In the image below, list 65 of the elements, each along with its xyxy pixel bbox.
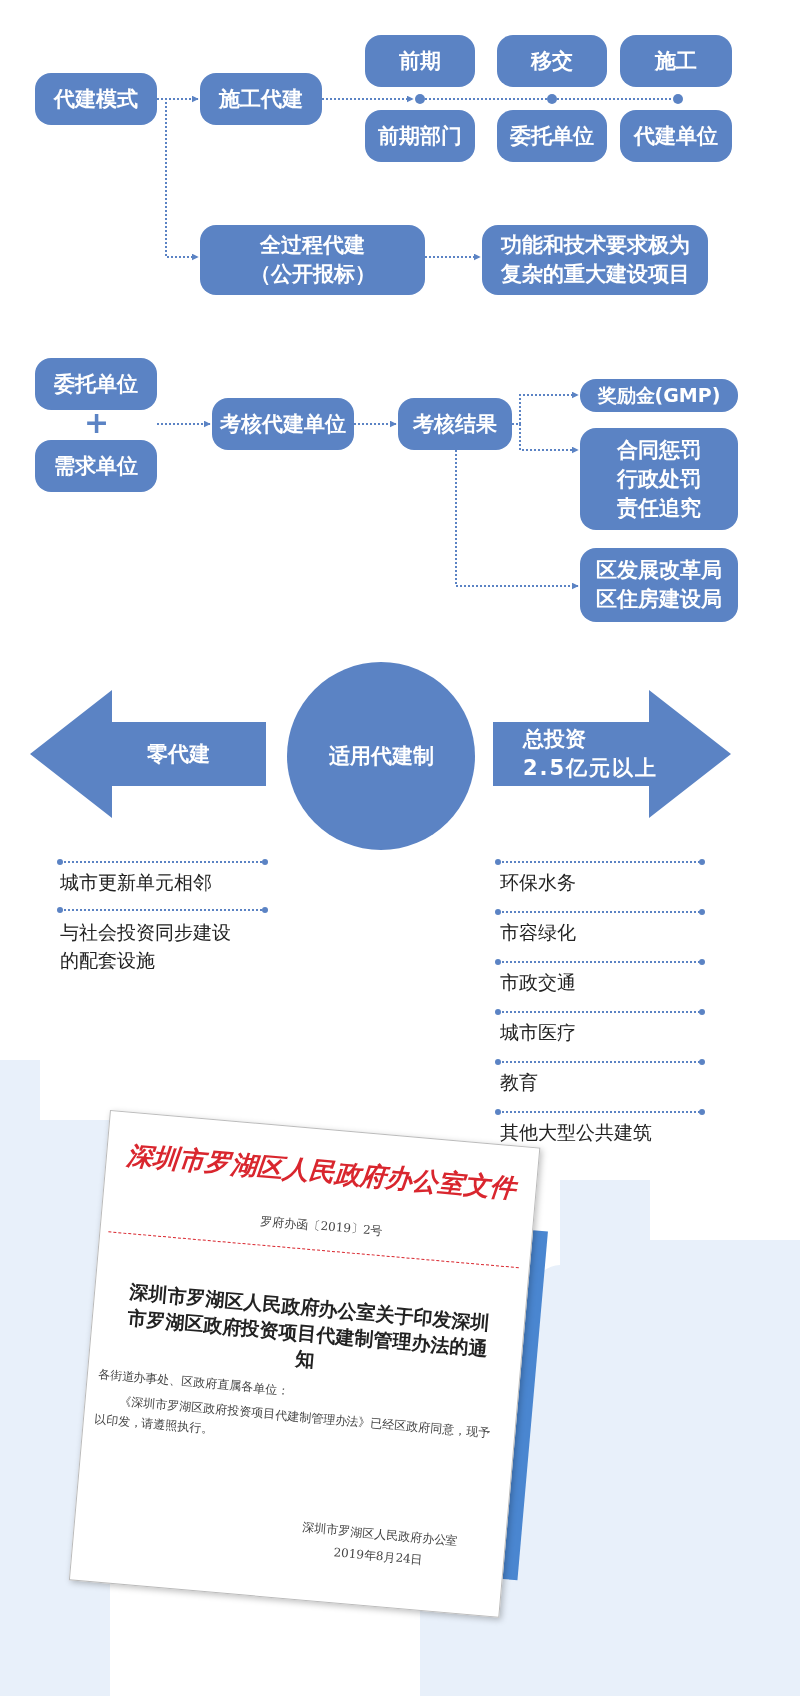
- process-box: [35, 73, 157, 125]
- process-box: [620, 110, 732, 162]
- arrow: [424, 253, 481, 261]
- node-text: 区住房建设局: [596, 586, 722, 613]
- arrow: [156, 420, 211, 428]
- process-box: [580, 428, 738, 530]
- timeline-line: [424, 98, 548, 100]
- node-text: 区发展改革局: [596, 557, 722, 584]
- node-text: 需求单位: [54, 452, 138, 480]
- node-text: 代建模式: [54, 85, 138, 113]
- node-text: 奖励金(GMP): [597, 383, 721, 408]
- node-text: 功能和技术要求极为复杂的重大建设项目: [499, 232, 691, 288]
- node-text: 责任追究: [617, 494, 701, 522]
- plus-sign: +: [84, 408, 110, 438]
- node-text: 移交: [531, 47, 573, 75]
- list-item: 市政交通: [500, 970, 576, 995]
- arrow: [321, 95, 414, 103]
- list-item: 城市更新单元相邻: [60, 870, 212, 895]
- list-item: 城市医疗: [500, 1020, 576, 1045]
- node-text: 前期部门: [378, 122, 462, 150]
- process-box: [580, 379, 738, 412]
- process-box: [620, 35, 732, 87]
- document-text: 《深圳市罗湖区政府投资项目代建制管理办法》已经区政府同意，现予以印发，请遵照执行。: [93, 1394, 492, 1443]
- list-item: 其他大型公共建筑: [500, 1120, 652, 1145]
- arrow: [455, 449, 579, 590]
- node-text: 考核结果: [413, 410, 497, 438]
- process-box: [365, 110, 475, 162]
- list-item: 与社会投资同步建设的配套设施: [60, 920, 232, 973]
- node-text: 全过程代建: [260, 232, 365, 259]
- arrow: [353, 420, 397, 428]
- process-box: [365, 35, 475, 87]
- node-text: 施工代建: [219, 85, 303, 113]
- node-text: 代建单位: [634, 122, 718, 150]
- node-text: 前期: [399, 47, 441, 75]
- node-text: 委托单位: [510, 122, 594, 150]
- node-text: 适用代建制: [328, 742, 434, 770]
- process-box: [35, 440, 157, 492]
- node-text: 行政处罚: [617, 465, 701, 493]
- node-text: 总投资: [523, 726, 586, 753]
- document-date: 2019年8月24日: [331, 1545, 425, 1569]
- document-signature: 深圳市罗湖区人民政府办公室: [300, 1519, 460, 1548]
- process-box: [497, 110, 607, 162]
- list-item: 市容绿化: [500, 920, 576, 945]
- document-title: 深圳市罗湖区人民政府办公室关于印发深圳市罗湖区政府投资项目代建制管理办法的通知: [125, 1279, 492, 1371]
- node-text: 合同惩罚: [617, 436, 701, 464]
- node-text: 施工: [655, 47, 697, 75]
- process-box: [482, 225, 708, 295]
- node-text: 考核代建单位: [220, 410, 346, 438]
- process-box: [580, 548, 738, 622]
- node-text: 委托单位: [54, 370, 138, 398]
- document-number: 罗府办函〔2019〕2号: [259, 1212, 385, 1241]
- list-item: 教育: [500, 1070, 538, 1095]
- process-box: [35, 358, 157, 410]
- node-text: 零代建: [146, 740, 210, 768]
- list-item: 环保水务: [500, 870, 576, 895]
- process-box: [398, 398, 512, 450]
- arrow: [156, 98, 199, 261]
- timeline-line: [556, 98, 674, 100]
- process-box: [200, 225, 425, 295]
- process-box: [497, 35, 607, 87]
- process-box: [212, 398, 354, 450]
- node-text: （公开报标）: [249, 261, 376, 288]
- node-text: 2.5亿元以上: [523, 755, 659, 782]
- arrow: [511, 423, 579, 454]
- process-box: [200, 73, 322, 125]
